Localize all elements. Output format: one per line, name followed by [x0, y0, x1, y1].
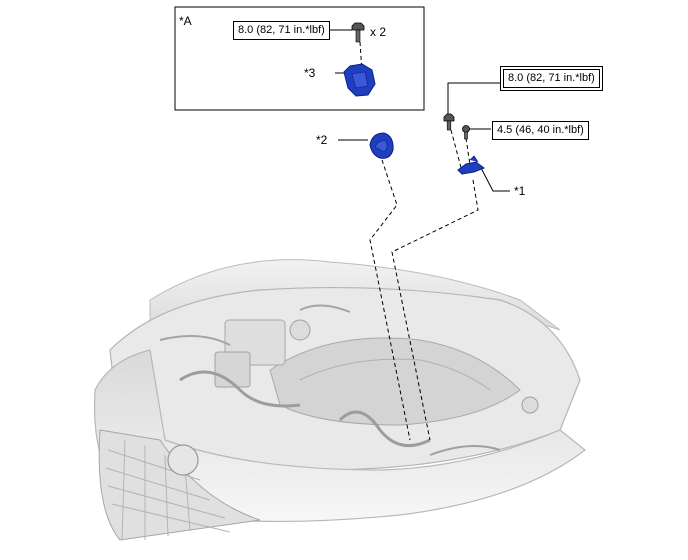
inset-torque-spec: 8.0 (82, 71 in.*lbf)	[233, 21, 330, 40]
bolt-icon	[462, 125, 470, 140]
callout-leaders	[328, 29, 510, 192]
part-2-label: *2	[316, 133, 328, 147]
bolt-icon	[443, 113, 455, 131]
bracket-part-1	[457, 155, 486, 175]
bolt-quantity: x 2	[370, 25, 387, 39]
bracket-part-3	[343, 63, 376, 97]
bolt-icon	[351, 22, 365, 43]
vehicle-engine-bay	[93, 259, 586, 541]
part-1-label: *1	[514, 184, 526, 198]
part-3-label: *3	[304, 66, 316, 80]
lower-bolt-torque-spec: 4.5 (46, 40 in.*lbf)	[492, 121, 589, 140]
upper-bolt-torque-spec: 8.0 (82, 71 in.*lbf)	[500, 66, 603, 91]
inset-label: *A	[179, 14, 192, 28]
clamp-part-2	[369, 132, 394, 159]
